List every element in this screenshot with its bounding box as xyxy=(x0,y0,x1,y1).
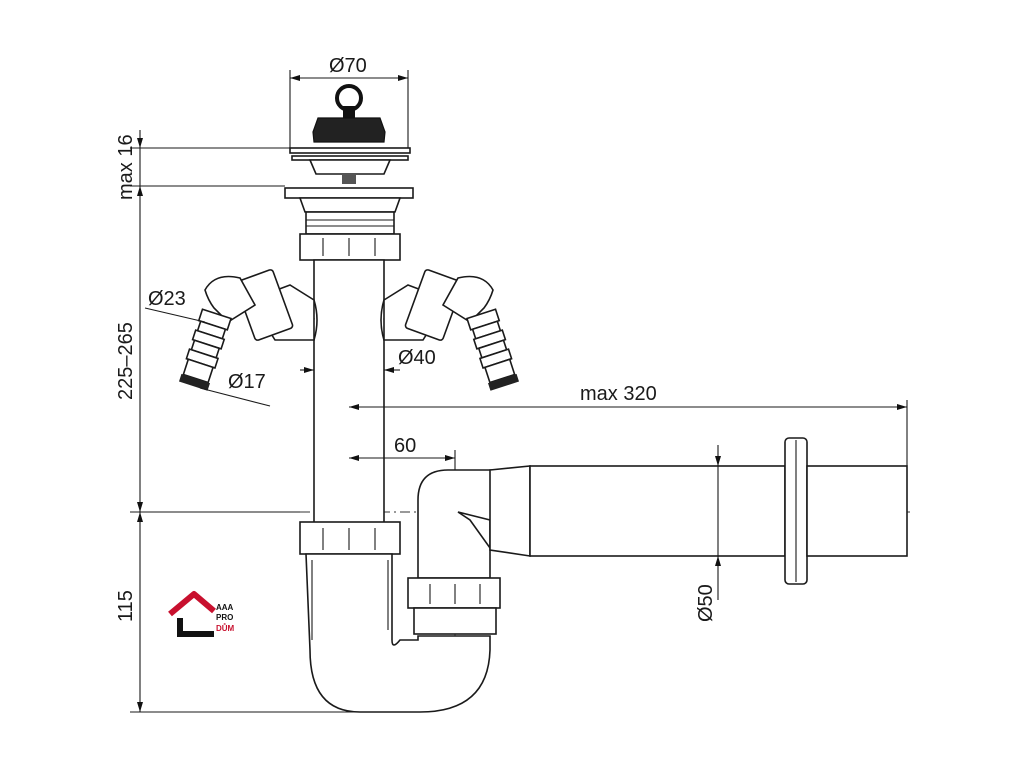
brand-logo: AAA PRO DŮM xyxy=(168,591,235,637)
label-inlet-inner: Ø17 xyxy=(228,371,266,393)
label-height-range: 225–265 xyxy=(115,322,137,400)
label-inlet-outer: Ø23 xyxy=(148,288,186,310)
label-max-length: max 320 xyxy=(580,383,657,405)
logo-line-2: PRO xyxy=(216,613,233,622)
drain-plug xyxy=(289,84,411,184)
label-top-diameter: Ø70 xyxy=(329,55,367,77)
label-bottom-height: 115 xyxy=(115,590,137,622)
upper-body xyxy=(284,187,414,261)
logo-line-1: AAA xyxy=(216,603,234,612)
label-offset: 60 xyxy=(394,435,416,457)
label-outlet-diameter: Ø50 xyxy=(695,584,717,622)
vertical-pipe xyxy=(313,259,385,526)
left-inlet xyxy=(178,269,315,391)
dimension-lines xyxy=(130,70,908,713)
right-inlet xyxy=(383,269,520,391)
label-max-height: max 16 xyxy=(115,134,137,200)
label-pipe-diameter: Ø40 xyxy=(398,347,436,369)
u-trap xyxy=(299,521,491,713)
logo-line-3: DŮM xyxy=(216,623,235,633)
outlet-pipe xyxy=(489,437,908,585)
